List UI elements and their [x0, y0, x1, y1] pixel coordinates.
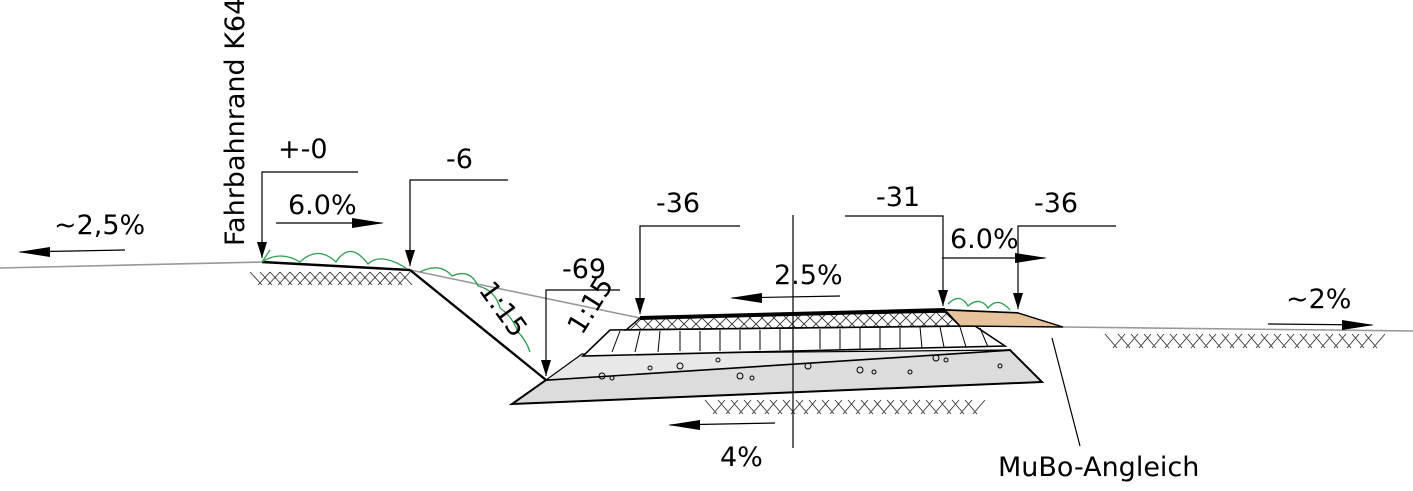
level-minus31-label: -31	[876, 182, 920, 213]
slope-shoulder-label: 6.0%	[288, 190, 357, 221]
mubo-fill	[943, 309, 1064, 328]
level-minus6-label: -6	[446, 144, 473, 175]
level-minus36-left-label: -36	[656, 188, 700, 219]
mubo-leader-line	[1051, 337, 1081, 447]
slope-right-shoulder-label: 6.0%	[950, 224, 1019, 255]
level-marker-minus31	[845, 215, 948, 306]
ground-line-left	[0, 261, 263, 269]
ground-hatch-right	[1104, 333, 1386, 349]
level-zero-label: +-0	[278, 134, 328, 165]
slope-arrow-left-far	[18, 247, 126, 257]
slope-arrow-shoulder	[276, 218, 384, 228]
slope-left-far-label: ~2,5%	[54, 210, 145, 241]
slope-subgrade-label: 4%	[720, 442, 763, 473]
level-marker-minus36-left	[635, 225, 740, 314]
level-marker-minus6	[405, 179, 508, 266]
mubo-label: MuBo-Angleich	[998, 452, 1199, 483]
slope-path-label: 2.5%	[774, 260, 843, 291]
level-minus69-label: -69	[562, 254, 606, 285]
level-marker-minus36-right	[1013, 225, 1116, 309]
level-minus36-right-label: -36	[1034, 188, 1078, 219]
level-marker-minus69	[541, 289, 620, 376]
slope-right-far-label: ~2%	[1286, 284, 1351, 315]
ground-line-slope	[409, 269, 641, 319]
slope-arrow-right-shoulder	[942, 253, 1047, 263]
level-marker-zero	[257, 171, 358, 258]
ground-line-right	[1062, 326, 1413, 332]
ground-hatch-bottom	[704, 399, 986, 415]
embankment-slope	[409, 267, 547, 381]
left-shoulder	[249, 249, 413, 286]
slope-arrow-path	[730, 293, 841, 303]
slope-arrow-subgrade	[668, 420, 776, 430]
slope-embankment-1-label: 1:15	[472, 276, 533, 343]
slope-arrow-right-far	[1267, 320, 1374, 330]
road-edge-label: Fahrbahnrand K64	[220, 0, 251, 246]
